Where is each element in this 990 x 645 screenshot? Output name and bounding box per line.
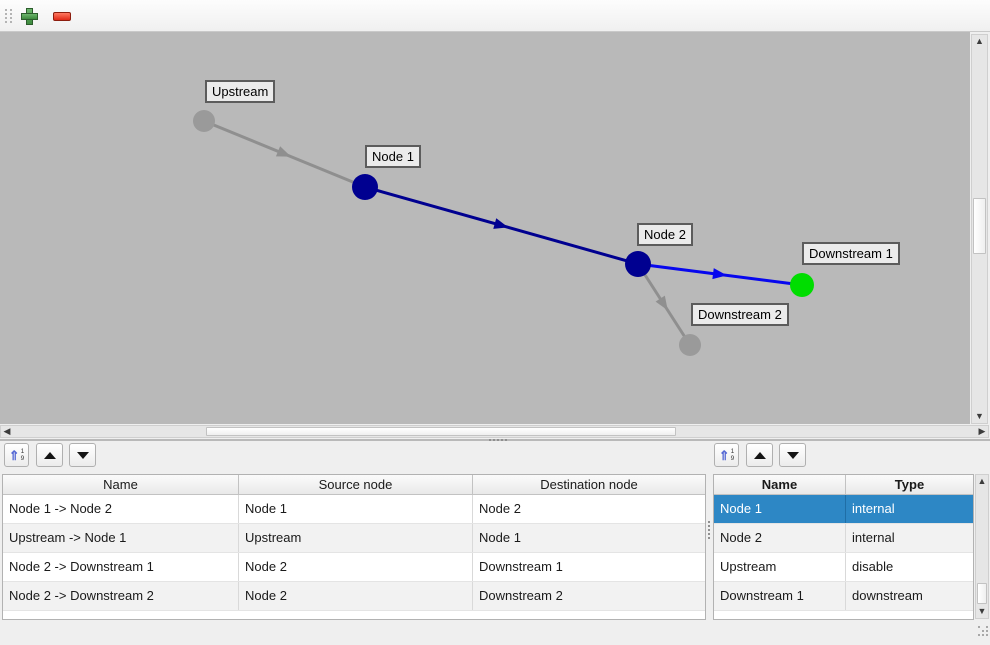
cell: Node 1 -> Node 2 — [3, 495, 239, 523]
node-label[interactable]: Node 1 — [365, 145, 421, 168]
table-header-row: Name Type — [714, 475, 973, 495]
cell: Node 2 — [714, 524, 846, 552]
cell: Node 1 — [239, 495, 473, 523]
column-header[interactable]: Name — [3, 475, 239, 494]
scroll-down-icon[interactable]: ▼ — [975, 411, 984, 421]
edge-arrow-icon — [712, 268, 727, 280]
move-down-icon — [786, 451, 799, 459]
node-label[interactable]: Node 2 — [637, 223, 693, 246]
table-row[interactable]: Node 2 internal — [714, 524, 973, 553]
splitter-handle-icon — [489, 439, 491, 441]
add-node-button[interactable] — [17, 4, 41, 28]
main-toolbar — [0, 0, 990, 32]
horizontal-splitter[interactable] — [0, 439, 990, 441]
column-header[interactable]: Destination node — [540, 477, 638, 492]
edge-arrow-icon — [493, 218, 509, 229]
plus-icon — [20, 7, 38, 25]
table-row[interactable]: Upstream disable — [714, 553, 973, 582]
scroll-left-icon[interactable]: ◀ — [3, 426, 11, 436]
cell: Upstream -> Node 1 — [3, 524, 239, 552]
table-row[interactable]: Node 1 internal — [714, 495, 973, 524]
scroll-up-icon[interactable]: ▲ — [977, 476, 987, 486]
column-header[interactable]: Source node — [239, 475, 473, 494]
nodes-table-scrollbar[interactable]: ▲ ▼ — [975, 474, 989, 619]
node-label[interactable]: Downstream 2 — [691, 303, 789, 326]
graph-node[interactable] — [352, 174, 378, 200]
move-up-icon — [43, 451, 56, 459]
cell: Node 1 — [479, 530, 521, 545]
cell: Node 2 -> Downstream 1 — [3, 553, 239, 581]
cell: internal — [852, 501, 895, 516]
minus-icon — [53, 11, 71, 21]
toolbar-drag-handle[interactable] — [5, 9, 7, 11]
cell: internal — [852, 530, 895, 545]
scroll-right-icon[interactable]: ▶ — [978, 426, 986, 436]
vscroll-thumb[interactable] — [977, 583, 987, 604]
canvas-vertical-scrollbar[interactable]: ▲ ▼ — [971, 34, 988, 424]
edge-arrow-icon — [655, 295, 668, 311]
node-label[interactable]: Downstream 1 — [802, 242, 900, 265]
graph-node[interactable] — [625, 251, 651, 277]
column-header[interactable]: Type — [894, 477, 925, 492]
canvas-horizontal-scrollbar[interactable]: ◀ ▶ — [0, 425, 989, 438]
edges-move-down-button[interactable] — [69, 443, 96, 467]
empty-row — [3, 611, 705, 619]
graph-node[interactable] — [679, 334, 701, 356]
cell: Downstream 1 — [714, 582, 846, 610]
scroll-down-icon[interactable]: ▼ — [977, 606, 987, 616]
empty-row — [714, 611, 973, 619]
graph-node[interactable] — [193, 110, 215, 132]
hscroll-thumb[interactable] — [206, 427, 676, 436]
edges-move-up-button[interactable] — [36, 443, 63, 467]
vscroll-thumb[interactable] — [973, 198, 986, 254]
cell: Node 1 — [714, 495, 846, 523]
resize-grip-icon[interactable] — [978, 626, 980, 628]
node-label[interactable]: Upstream — [205, 80, 276, 103]
graph-node[interactable] — [790, 273, 814, 297]
cell: Node 2 — [479, 501, 521, 516]
edge-arrow-icon — [275, 146, 291, 157]
cell: disable — [852, 559, 894, 574]
nodes-move-down-button[interactable] — [779, 443, 806, 467]
cell: Upstream — [239, 524, 473, 552]
graph-svg — [193, 110, 814, 356]
move-down-icon — [76, 451, 89, 459]
cell: downstream — [852, 588, 923, 603]
nodes-move-up-button[interactable] — [746, 443, 773, 467]
cell: Downstream 1 — [479, 559, 563, 574]
cell: Downstream 2 — [479, 588, 563, 603]
table-row[interactable]: Downstream 1 downstream — [714, 582, 973, 611]
remove-node-button[interactable] — [50, 4, 74, 28]
cell: Node 2 — [239, 553, 473, 581]
column-header[interactable]: Name — [714, 475, 846, 494]
cell: Node 2 -> Downstream 2 — [3, 582, 239, 610]
vertical-splitter-handle[interactable] — [708, 521, 710, 523]
scroll-up-icon[interactable]: ▲ — [975, 36, 984, 46]
cell: Node 2 — [239, 582, 473, 610]
cell: Upstream — [714, 553, 846, 581]
move-up-icon — [753, 451, 766, 459]
